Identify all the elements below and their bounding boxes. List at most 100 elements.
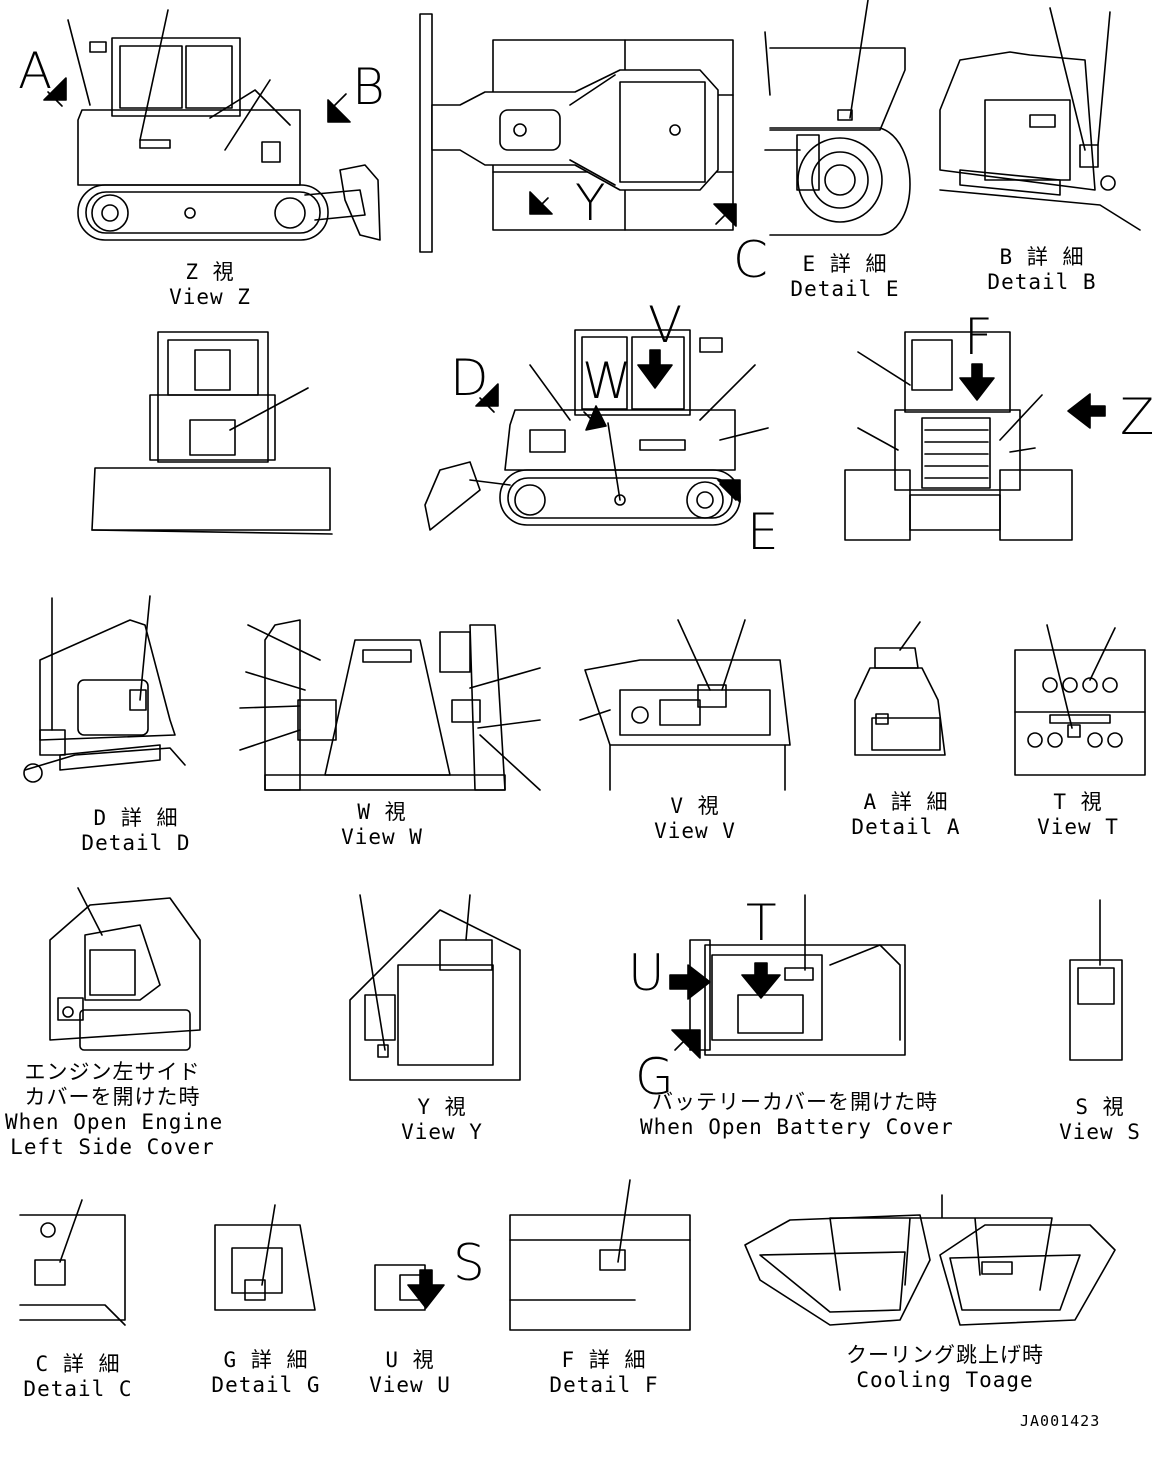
- caption-engine-en-1: When Open Engine: [5, 1110, 224, 1134]
- caption-detail-a-en: Detail A: [851, 815, 961, 839]
- view-v-drawing: [579, 619, 791, 791]
- caption-cooling-jp: クーリング跳上げ時: [846, 1343, 1044, 1367]
- cooling-toage-drawing: [744, 1194, 1116, 1326]
- view-t-drawing: [1014, 624, 1146, 776]
- caption-view-v-en: View V: [654, 819, 736, 843]
- caption-detail-a-jp: A 詳 細: [863, 790, 949, 814]
- caption-view-v: V 視 View V: [625, 794, 765, 844]
- caption-view-t: T 視 View T: [1008, 790, 1148, 840]
- caption-engine-left-side-cover: エンジン左サイド カバーを開けた時 When Open Engine Left …: [5, 1060, 224, 1160]
- caption-battery-jp: バッテリーカバーを開けた時: [652, 1090, 938, 1114]
- arrow-v-icon: [637, 349, 673, 389]
- caption-detail-c-jp: C 詳 細: [35, 1352, 121, 1376]
- label-y: Y: [575, 174, 606, 232]
- arrow-s-icon: [407, 1269, 445, 1309]
- label-z: Z: [1120, 388, 1155, 446]
- caption-detail-a: A 詳 細 Detail A: [836, 790, 976, 840]
- label-e: E: [747, 503, 779, 561]
- caption-view-y: Y 視 View Y: [372, 1095, 512, 1145]
- caption-view-w-en: View W: [341, 825, 423, 849]
- detail-d-drawing: [23, 595, 186, 783]
- arrow-z-icon: [1067, 393, 1106, 429]
- arrow-e-icon: [717, 479, 741, 503]
- caption-view-y-en: View Y: [401, 1120, 483, 1144]
- view-z-dozer-side-drawing: [67, 9, 381, 241]
- caption-detail-g: G 詳 細 Detail G: [196, 1348, 336, 1398]
- caption-battery-cover: バッテリーカバーを開けた時 When Open Battery Cover: [640, 1090, 954, 1140]
- detail-e-drawing: [764, 31, 911, 236]
- caption-detail-b: B 詳 細 Detail B: [972, 245, 1112, 295]
- caption-cooling-en: Cooling Toage: [856, 1368, 1034, 1392]
- label-c: C: [733, 231, 768, 289]
- arrow-d-icon: [475, 383, 499, 413]
- front-view-drawing: [91, 331, 333, 535]
- caption-cooling-toage: クーリング跳上げ時 Cooling Toage: [835, 1343, 1055, 1393]
- rear-view-drawing: [844, 331, 1073, 541]
- label-a: A: [18, 42, 53, 100]
- arrow-t-icon: [741, 962, 781, 999]
- label-d: D: [450, 349, 489, 407]
- caption-view-z-en: View Z: [169, 285, 251, 309]
- caption-detail-d: D 詳 細 Detail D: [66, 806, 206, 856]
- arrow-f-icon: [959, 363, 995, 401]
- label-f: F: [964, 308, 993, 366]
- detail-f-drawing: [509, 1179, 691, 1331]
- label-t: T: [746, 894, 777, 952]
- label-b: B: [352, 58, 385, 116]
- label-w: W: [582, 352, 632, 410]
- caption-view-t-jp: T 視: [1053, 790, 1103, 814]
- view-w-drawing: [239, 619, 541, 791]
- caption-detail-d-en: Detail D: [81, 831, 191, 855]
- detail-a-drawing: [854, 621, 946, 756]
- caption-detail-f-en: Detail F: [549, 1373, 659, 1397]
- caption-view-t-en: View T: [1037, 815, 1119, 839]
- caption-engine-jp-1: エンジン左サイド: [24, 1060, 201, 1084]
- caption-detail-c-en: Detail C: [23, 1377, 133, 1401]
- arrow-a-icon: [43, 77, 67, 107]
- arrow-g-icon: [671, 1029, 701, 1059]
- caption-view-u-jp: U 視: [385, 1348, 435, 1372]
- caption-engine-jp-2: カバーを開けた時: [24, 1085, 201, 1109]
- document-id: JA001423: [1020, 1412, 1101, 1430]
- caption-engine-en-2: Left Side Cover: [10, 1135, 215, 1159]
- top-view-drawing: [419, 0, 869, 253]
- caption-view-s-en: View S: [1059, 1120, 1141, 1144]
- caption-detail-b-jp: B 詳 細: [999, 245, 1085, 269]
- caption-detail-f: F 詳 細 Detail F: [534, 1348, 674, 1398]
- arrow-c-icon: [713, 203, 737, 227]
- arrow-w-icon: [583, 405, 607, 431]
- view-s-drawing: [1069, 899, 1123, 1061]
- caption-detail-f-jp: F 詳 細: [561, 1348, 647, 1372]
- caption-battery-en: When Open Battery Cover: [640, 1115, 954, 1139]
- caption-view-z: Z 視 View Z: [140, 260, 280, 310]
- caption-detail-g-jp: G 詳 細: [223, 1348, 309, 1372]
- caption-view-s: S 視 View S: [1030, 1095, 1159, 1145]
- caption-view-y-jp: Y 視: [417, 1095, 467, 1119]
- caption-detail-e: E 詳 細 Detail E: [775, 252, 915, 302]
- detail-g-drawing: [214, 1204, 316, 1311]
- arrow-u-icon: [669, 964, 711, 1000]
- label-u: U: [628, 944, 665, 1002]
- caption-detail-g-en: Detail G: [211, 1373, 321, 1397]
- label-s: S: [453, 1234, 485, 1292]
- caption-detail-d-jp: D 詳 細: [93, 806, 179, 830]
- caption-view-z-jp: Z 視: [185, 260, 235, 284]
- caption-view-s-jp: S 視: [1075, 1095, 1125, 1119]
- caption-detail-b-en: Detail B: [987, 270, 1097, 294]
- detail-c-drawing: [19, 1199, 126, 1326]
- caption-detail-c: C 詳 細 Detail C: [8, 1352, 148, 1402]
- caption-view-w-jp: W 視: [357, 800, 407, 824]
- battery-cover-drawing: [689, 894, 906, 1056]
- view-y-drawing: [349, 894, 521, 1081]
- detail-b-drawing: [939, 7, 1141, 231]
- label-v: V: [648, 296, 683, 354]
- label-g: G: [635, 1048, 674, 1106]
- engine-left-side-cover-drawing: [49, 887, 201, 1051]
- caption-detail-e-en: Detail E: [790, 277, 900, 301]
- caption-view-v-jp: V 視: [670, 794, 720, 818]
- caption-view-u: U 視 View U: [340, 1348, 480, 1398]
- caption-detail-e-jp: E 詳 細: [802, 252, 888, 276]
- arrow-b-icon: [327, 93, 351, 123]
- caption-view-u-en: View U: [369, 1373, 451, 1397]
